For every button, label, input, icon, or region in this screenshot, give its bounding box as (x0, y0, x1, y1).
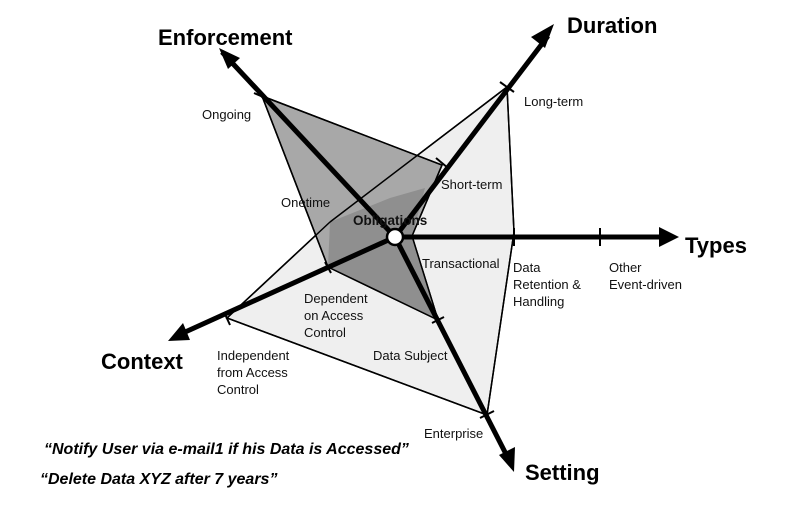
light-profile-edges (225, 85, 515, 417)
types-title: Types (685, 233, 747, 258)
dark-profile-edges (261, 95, 443, 322)
types-arrowhead (659, 227, 679, 247)
setting-arrowhead (499, 447, 515, 472)
context-arrowhead (168, 323, 190, 341)
duration-arrowhead (531, 24, 554, 48)
duration-value-short-term: Short-term (441, 177, 502, 192)
duration-title: Duration (567, 13, 657, 38)
setting-title: Setting (525, 460, 600, 485)
duration-axis (393, 34, 550, 239)
example-obligation-1: “Notify User via e-mail1 if his Data is … (44, 441, 409, 458)
types-value-transactional: Transactional (422, 256, 500, 271)
setting-value-data-subject: Data Subject (373, 348, 448, 363)
enforcement-arrowhead (219, 48, 240, 69)
example-obligation-2: “Delete Data XYZ after 7 years” (40, 471, 277, 488)
overlap-region (328, 188, 438, 320)
axis-ticks (223, 81, 601, 419)
enforcement-value-ongoing: Ongoing (202, 107, 251, 122)
enforcement-value-onetime: Onetime (281, 195, 330, 210)
center-label: Obligations (353, 213, 427, 228)
setting-value-enterprise: Enterprise (424, 426, 483, 441)
enforcement-axis (220, 50, 397, 239)
setting-axis (392, 235, 511, 460)
duration-value-long-term: Long-term (524, 94, 583, 109)
context-title: Context (101, 349, 184, 374)
center-node (385, 227, 405, 247)
enforcement-title: Enforcement (158, 25, 293, 50)
context-axis (181, 234, 397, 336)
